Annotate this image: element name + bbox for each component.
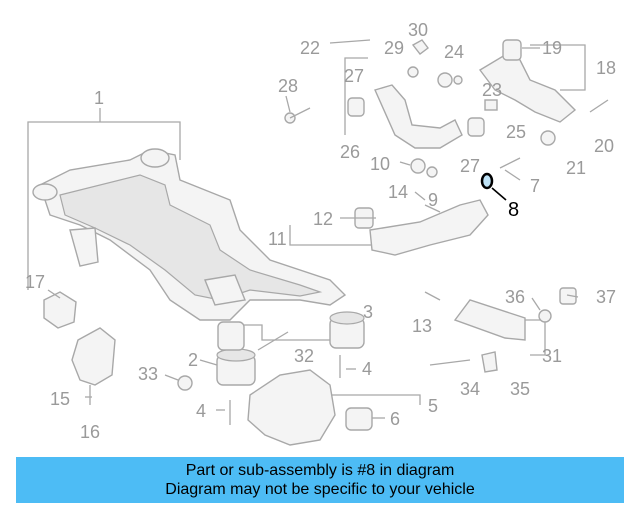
info-banner: Part or sub-assembly is #8 in diagram Di… bbox=[16, 457, 624, 503]
callout-28: 28 bbox=[278, 76, 298, 96]
callout-11: 11 bbox=[268, 229, 287, 249]
callout-7: 7 bbox=[530, 176, 540, 196]
banner-line-1: Part or sub-assembly is #8 in diagram bbox=[185, 462, 455, 479]
bracket-5 bbox=[300, 394, 421, 405]
callout-6: 6 bbox=[390, 409, 400, 429]
callout-18: 18 bbox=[596, 58, 616, 78]
callout-14: 14 bbox=[388, 182, 408, 202]
callout-12: 12 bbox=[313, 209, 333, 229]
part-5-knuckle bbox=[247, 369, 336, 446]
callout-4b: 4 bbox=[196, 401, 206, 421]
callout-36: 36 bbox=[505, 287, 525, 307]
callout-26: 26 bbox=[340, 142, 360, 162]
callout-15: 15 bbox=[50, 389, 70, 409]
callout-29: 29 bbox=[384, 38, 404, 58]
callout-37: 37 bbox=[596, 287, 616, 307]
part-17-mount bbox=[43, 291, 77, 329]
callout-19: 19 bbox=[542, 38, 562, 58]
callout-27a: 27 bbox=[344, 66, 364, 86]
callout-31: 31 bbox=[542, 346, 562, 366]
callout-16: 16 bbox=[80, 422, 100, 442]
part-19-bushing bbox=[502, 39, 522, 61]
bracket-11 bbox=[289, 225, 380, 246]
callout-23: 23 bbox=[482, 80, 502, 100]
callout-27b: 27 bbox=[460, 156, 480, 176]
part-8-highlighted[interactable] bbox=[480, 172, 507, 201]
part-15-bracket bbox=[71, 327, 116, 386]
callout-5: 5 bbox=[428, 396, 438, 416]
bracket-26 bbox=[344, 57, 368, 135]
parts-diagram: 1 2 3 4 5 6 7 8 9 10 11 12 13 14 15 16 1… bbox=[25, 20, 616, 446]
part-31-toe-link bbox=[453, 299, 526, 341]
callout-34: 34 bbox=[460, 379, 480, 399]
bracket-18 bbox=[530, 44, 586, 91]
callout-33: 33 bbox=[138, 364, 158, 384]
callout-30: 30 bbox=[408, 20, 428, 40]
callout-8: 8 bbox=[508, 199, 519, 221]
bracket-1 bbox=[27, 121, 181, 290]
callout-21: 21 bbox=[566, 158, 586, 178]
part-6-bushing bbox=[345, 407, 373, 431]
part-3-bushing bbox=[329, 311, 365, 349]
leader-lines bbox=[47, 47, 579, 419]
part-11-lower-arm bbox=[369, 199, 489, 256]
part-26-upper-arm bbox=[374, 84, 463, 149]
bracket-31 bbox=[520, 319, 546, 356]
callout-20: 20 bbox=[594, 136, 614, 156]
callout-9: 9 bbox=[428, 190, 438, 210]
callout-4a: 4 bbox=[362, 359, 372, 379]
callout-17: 17 bbox=[25, 272, 45, 292]
part-27-bushing-a bbox=[347, 97, 365, 117]
callout-2: 2 bbox=[188, 350, 198, 370]
callout-3: 3 bbox=[363, 302, 373, 322]
subframe-bushing bbox=[217, 321, 245, 351]
callout-35: 35 bbox=[510, 379, 530, 399]
part-27-bushing-b bbox=[467, 117, 485, 137]
callout-1: 1 bbox=[94, 88, 104, 108]
rear-subframe bbox=[32, 148, 347, 321]
callout-22: 22 bbox=[300, 38, 320, 58]
callout-25: 25 bbox=[506, 122, 526, 142]
part-2-bushing bbox=[216, 348, 256, 386]
callout-labels: 1 2 3 4 5 6 7 8 9 10 11 12 13 14 15 16 1… bbox=[25, 20, 616, 442]
callout-13: 13 bbox=[412, 316, 432, 336]
callout-10: 10 bbox=[370, 154, 390, 174]
banner-line-2: Diagram may not be specific to your vehi… bbox=[165, 481, 475, 498]
callout-32: 32 bbox=[294, 346, 314, 366]
callout-24: 24 bbox=[444, 42, 464, 62]
hardware-items bbox=[89, 39, 609, 425]
